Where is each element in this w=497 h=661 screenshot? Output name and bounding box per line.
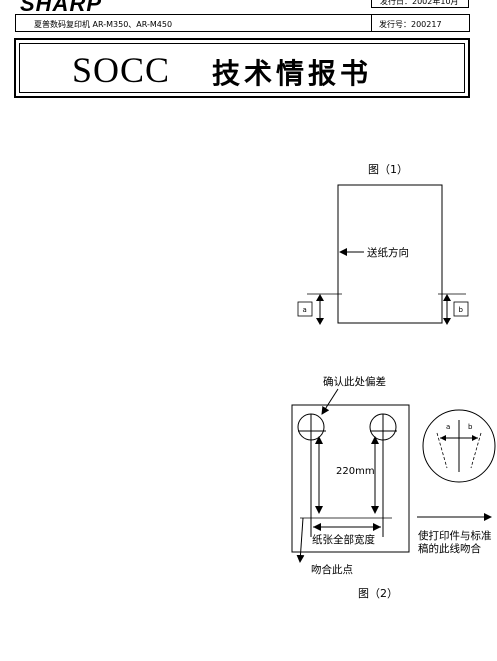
issue-date: 发行日：2002年10月 <box>371 0 469 8</box>
figure2-caption: 图（2） <box>358 587 398 600</box>
left-220mm-arrow-heads <box>315 436 323 514</box>
figure-2: 确认此处偏差 220mm 纸张全部宽度 吻合此点 a b <box>291 375 496 600</box>
zoom-right-dashed-line <box>470 432 482 469</box>
zoom-label-a: a <box>446 423 450 431</box>
label-a-box <box>297 301 313 317</box>
figure-1: 图（1） 送纸方向 a b <box>297 163 469 325</box>
test-sheet <box>291 404 410 553</box>
zoom-circle <box>422 409 496 483</box>
model-name: 夏普数码复印机 AR-M350、AR-M450 <box>34 20 173 29</box>
match-point-arrow <box>296 517 305 563</box>
distance-220mm-label: 220mm <box>336 466 375 477</box>
zoom-label-b: b <box>468 423 473 431</box>
info-bar: 夏普数码复印机 AR-M350、AR-M450 发行号：200217 <box>15 14 470 32</box>
title-inner-frame: SOCC 技术情报书 <box>19 43 465 93</box>
figure1-caption: 图（1） <box>368 163 408 176</box>
check-deviation-arrow <box>321 388 339 415</box>
right-arrow-heads <box>443 294 451 325</box>
align-label-line1: 使打印件与标准 <box>418 529 492 542</box>
full-width-arrow-heads <box>313 523 381 531</box>
feed-direction-label: 送纸方向 <box>367 246 409 259</box>
check-deviation-label: 确认此处偏差 <box>323 375 386 388</box>
zoom-left-dashed-line <box>436 432 448 469</box>
full-width-label: 纸张全部宽度 <box>312 533 375 546</box>
title-tech-info: 技术情报书 <box>212 57 373 90</box>
title-socc: SOCC <box>72 50 171 90</box>
issue-number: 发行号：200217 <box>379 20 442 29</box>
info-divider <box>371 15 372 31</box>
left-arrow-heads <box>316 294 324 325</box>
paper-sheet <box>337 184 443 324</box>
label-b-box <box>453 301 469 317</box>
right-220mm-arrow-heads <box>371 436 379 514</box>
label-b: b <box>459 306 464 314</box>
label-a: a <box>303 306 307 314</box>
align-label-line2: 稿的此线吻合 <box>418 542 481 555</box>
title-box: SOCC 技术情报书 <box>14 38 470 98</box>
match-point-label: 吻合此点 <box>311 563 353 576</box>
sharp-logo: SHARP <box>20 0 103 16</box>
